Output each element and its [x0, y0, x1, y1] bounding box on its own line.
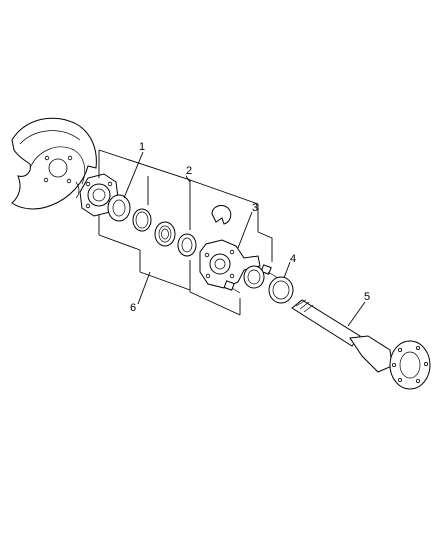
knuckle-carrier: [199, 239, 261, 289]
callout-4: 4: [290, 253, 296, 265]
small-seal: [243, 265, 265, 289]
wheel-bearing: [154, 221, 176, 247]
retaining-clip: [211, 205, 232, 225]
bolt-lower: [223, 280, 241, 294]
splash-shield: [11, 117, 97, 210]
callout-1: 1: [139, 141, 145, 153]
callout-3: 3: [252, 202, 258, 214]
callout-5: 5: [364, 291, 370, 303]
outer-race-ring: [132, 208, 152, 232]
seal-ring: [107, 194, 131, 222]
axle-shaft: [291, 299, 431, 390]
outer-seal: [268, 276, 294, 304]
callout-2: 2: [186, 165, 192, 177]
callout-6: 6: [130, 302, 136, 314]
bracket-lines: [98, 149, 273, 316]
leader-lines: [123, 151, 366, 327]
inner-race-ring: [177, 233, 197, 257]
bolt-upper: [260, 264, 279, 279]
